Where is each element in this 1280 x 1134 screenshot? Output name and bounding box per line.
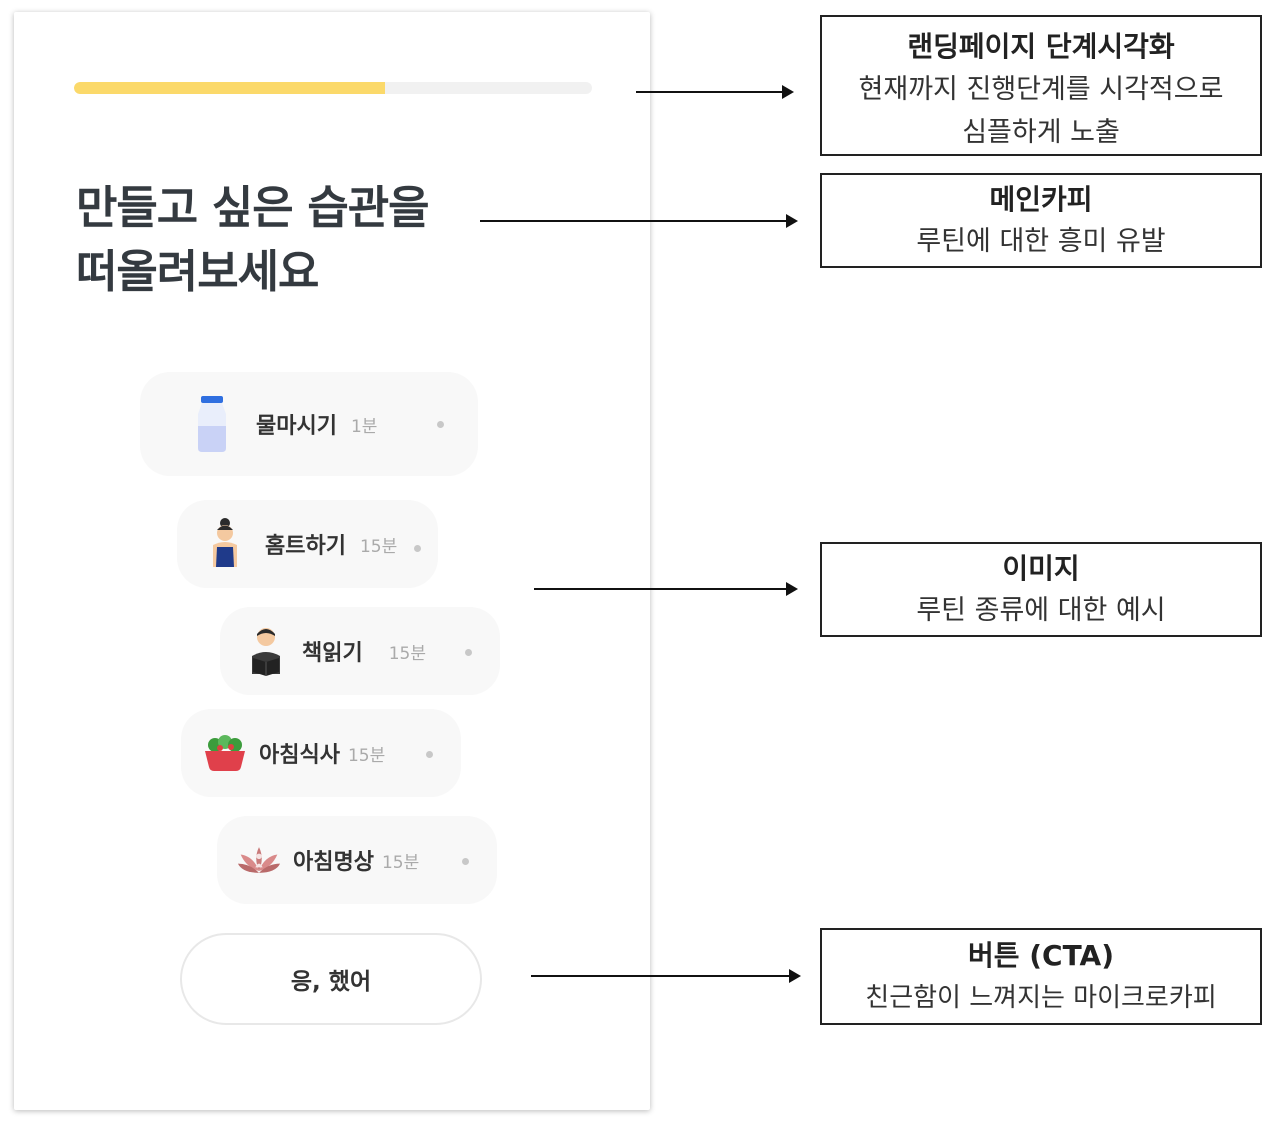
annotation-box-images: 이미지 루틴 종류에 대한 예시: [820, 542, 1262, 637]
annotation-desc: 친근함이 느껴지는 마이크로카피: [865, 983, 1217, 1013]
annotation-title: 이미지: [1002, 552, 1080, 585]
progress-bar-fill: [74, 82, 385, 94]
progress-bar: [74, 82, 592, 94]
headline-line-2: 떠올려보세요: [76, 245, 319, 298]
routine-name: 책읽기: [302, 641, 363, 666]
reading-person-icon: [244, 626, 288, 676]
routine-dot: [465, 649, 472, 656]
phone-screen: 만들고 싶은 습관을 떠올려보세요 물마시기 1분 홈트하기 15분: [14, 12, 650, 1110]
main-headline: 만들고 싶은 습관을 떠올려보세요: [76, 176, 430, 304]
milk-bottle-icon: [190, 396, 234, 452]
routine-dot: [414, 545, 421, 552]
annotation-arrow-images: [534, 582, 798, 596]
routine-duration: 15분: [347, 745, 386, 766]
routine-duration: 15분: [359, 536, 398, 557]
routine-item-water[interactable]: 물마시기 1분: [140, 372, 478, 476]
annotation-title: 랜딩페이지 단계시각화: [907, 30, 1175, 63]
routine-item-meditation[interactable]: 아침명상 15분: [217, 816, 497, 904]
annotation-arrow-progress: [636, 85, 794, 99]
routine-name: 홈트하기: [265, 534, 346, 559]
routine-dot: [426, 751, 433, 758]
annotation-title: 버튼 (CTA): [967, 939, 1114, 972]
routine-duration: 15분: [381, 852, 420, 873]
routine-dot: [437, 421, 444, 428]
routine-name: 아침식사: [259, 743, 340, 768]
routine-item-breakfast[interactable]: 아침식사 15분: [181, 709, 461, 797]
annotation-desc: 루틴 종류에 대한 예시: [916, 595, 1166, 626]
annotation-box-cta: 버튼 (CTA) 친근함이 느껴지는 마이크로카피: [820, 928, 1262, 1025]
annotation-arrow-cta: [531, 969, 801, 983]
annotation-desc: 루틴에 대한 흥미 유발: [916, 226, 1166, 257]
routine-item-reading[interactable]: 책읽기 15분: [220, 607, 500, 695]
annotation-box-headline: 메인카피 루틴에 대한 흥미 유발: [820, 173, 1262, 268]
annotation-box-progress: 랜딩페이지 단계시각화 현재까지 진행단계를 시각적으로 심플하게 노출: [820, 15, 1262, 156]
annotation-arrow-headline: [480, 214, 798, 228]
headline-line-1: 만들고 싶은 습관을: [76, 181, 430, 234]
cta-button[interactable]: 응, 했어: [180, 933, 482, 1025]
annotation-desc: 현재까지 진행단계를 시각적으로: [858, 74, 1224, 105]
annotation-desc: 심플하게 노출: [962, 117, 1120, 148]
routine-name: 물마시기: [256, 414, 337, 439]
routine-dot: [462, 858, 469, 865]
routine-duration: 1분: [350, 416, 378, 437]
salad-bowl-icon: [203, 728, 247, 778]
routine-name: 아침명상: [293, 850, 374, 875]
lotus-meditation-icon: [237, 835, 281, 885]
annotation-title: 메인카피: [989, 183, 1093, 216]
workout-woman-icon: [203, 518, 247, 569]
routine-item-home-workout[interactable]: 홈트하기 15분: [177, 500, 438, 588]
routine-duration: 15분: [388, 643, 427, 664]
